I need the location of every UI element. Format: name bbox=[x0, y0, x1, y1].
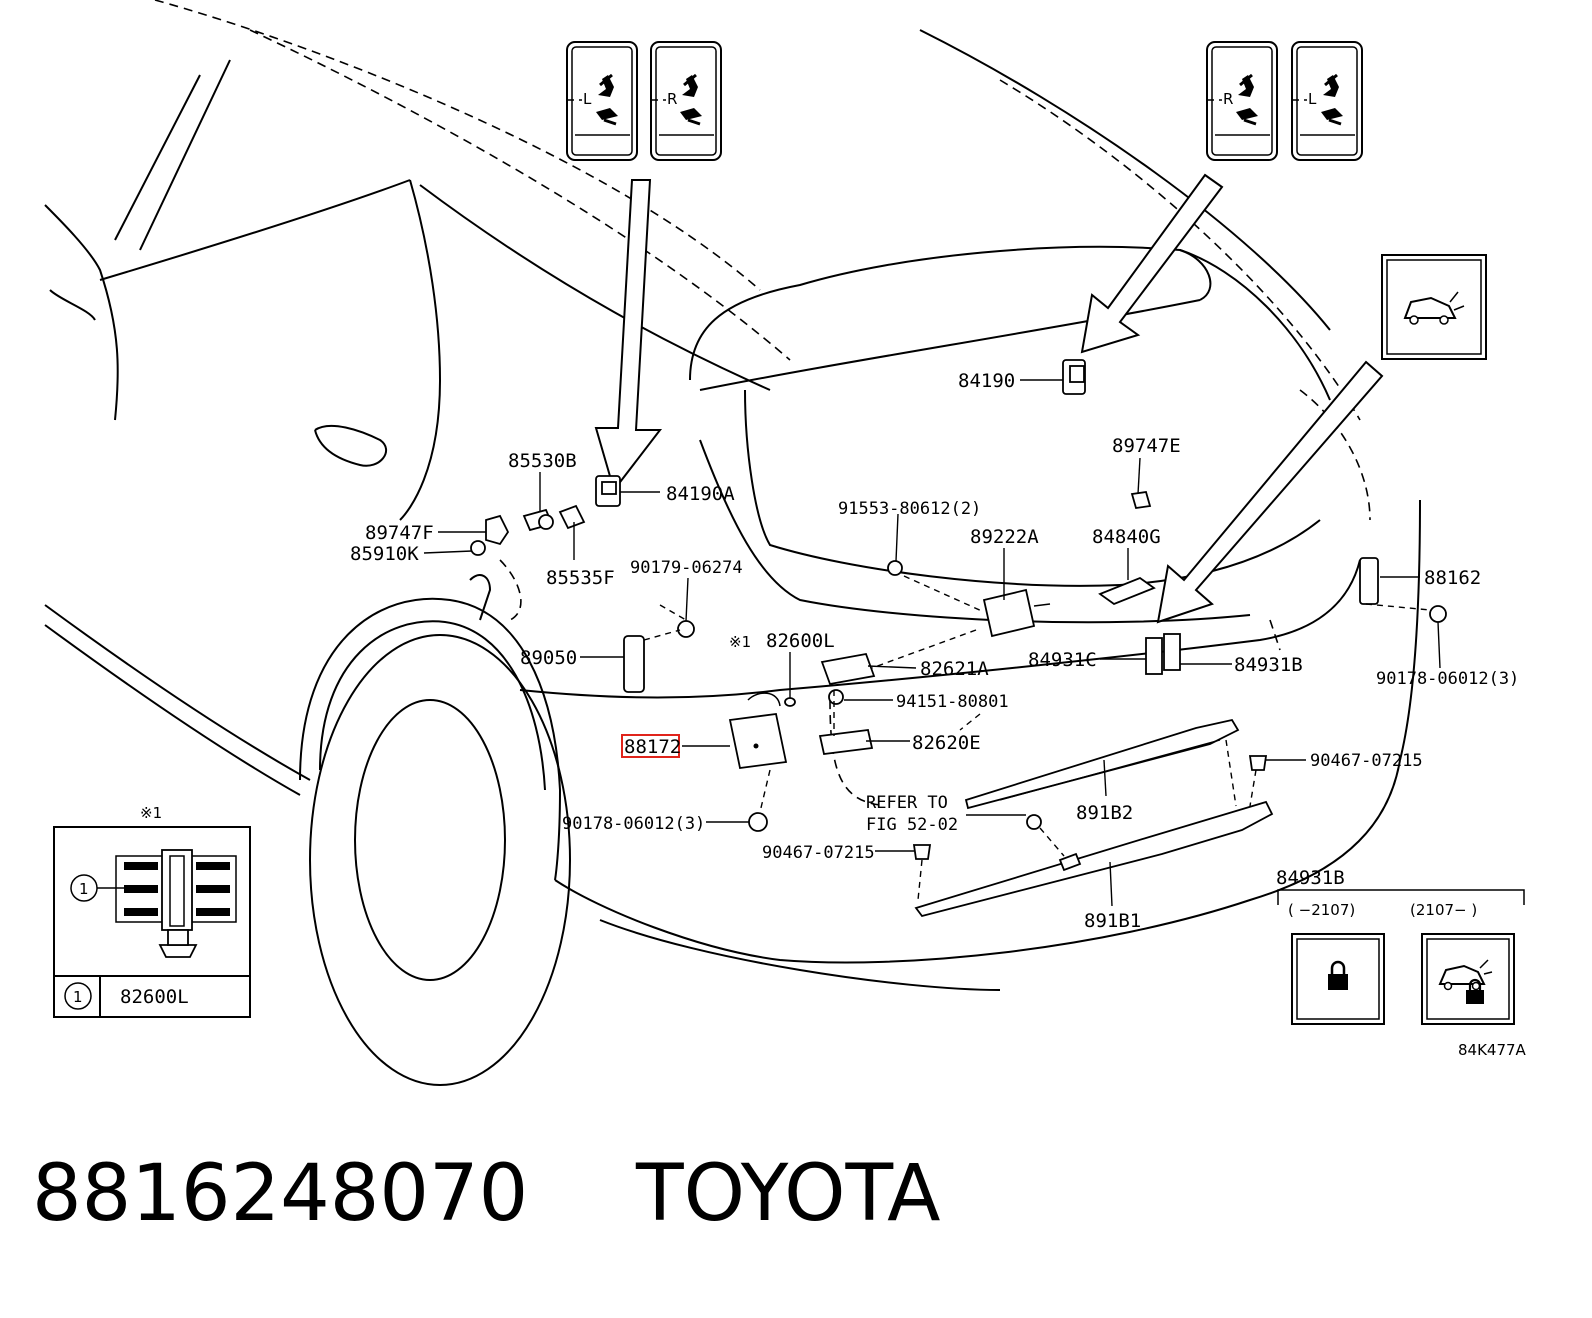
seat-icons-right-pair: R L bbox=[1206, 41, 1363, 161]
seat-icon-label-r: R bbox=[667, 90, 677, 108]
label-85530b: 85530B bbox=[508, 450, 577, 472]
seat-switch-icon-r: R bbox=[650, 41, 722, 161]
label-91553-80612: 91553-80612(2) bbox=[838, 499, 981, 519]
variant-header: 84931B bbox=[1276, 867, 1345, 889]
part-labels: 84190 85530B 84190A 89747F 85910K 85535F… bbox=[350, 370, 1519, 932]
seat-icons-left-pair: L R bbox=[566, 41, 722, 161]
inset-index-table: 1 bbox=[73, 988, 83, 1006]
label-88172: 88172 bbox=[624, 736, 681, 758]
seat-switch-icon-r2: R bbox=[1206, 41, 1278, 161]
label-85535f: 85535F bbox=[546, 567, 615, 589]
label-85910k: 85910K bbox=[350, 543, 419, 565]
label-891b1: 891B1 bbox=[1084, 910, 1141, 932]
variant-after: (2107− ) bbox=[1410, 901, 1477, 919]
lock-icon bbox=[1291, 933, 1385, 1025]
inset-82600l: ※1 1 1 82600L bbox=[53, 804, 251, 1018]
label-82600l: 82600L bbox=[766, 630, 835, 652]
label-90179-06274: 90179-06274 bbox=[630, 558, 743, 578]
variant-84931b: 84931B ( −2107) (2107− ) bbox=[1276, 867, 1525, 1025]
vehicle-hatch-icon bbox=[1381, 254, 1487, 360]
label-84840g: 84840G bbox=[1092, 526, 1161, 548]
arrow-right-switch bbox=[1156, 360, 1384, 624]
label-mark-1: ※1 bbox=[729, 633, 751, 651]
label-82621a: 82621A bbox=[920, 658, 989, 680]
label-89222a: 89222A bbox=[970, 526, 1039, 548]
label-89050: 89050 bbox=[520, 647, 577, 669]
inset-index-drawing: 1 bbox=[79, 880, 89, 898]
parts bbox=[469, 359, 1447, 918]
vehicle-body bbox=[44, 0, 1421, 1086]
label-88162: 88162 bbox=[1424, 567, 1481, 589]
label-fig-52-02: FIG 52-02 bbox=[866, 815, 958, 835]
vehicle-lock-icon bbox=[1421, 933, 1515, 1025]
label-84931c: 84931C bbox=[1028, 649, 1097, 671]
label-refer-to: REFER TO bbox=[866, 793, 948, 813]
arrow-left-down bbox=[594, 179, 663, 493]
label-90178-06012-left: 90178-06012(3) bbox=[562, 814, 705, 834]
label-84190: 84190 bbox=[958, 370, 1015, 392]
footer-brand: TOYOTA bbox=[635, 1149, 941, 1239]
label-90467-07215-left: 90467-07215 bbox=[762, 843, 875, 863]
label-84931b: 84931B bbox=[1234, 654, 1303, 676]
label-84190a: 84190A bbox=[666, 483, 735, 505]
seat-icon-label-r2: R bbox=[1223, 90, 1233, 108]
variant-before: ( −2107) bbox=[1288, 901, 1355, 919]
inset-part: 82600L bbox=[120, 986, 189, 1008]
seat-icon-label-l2: L bbox=[1308, 90, 1317, 108]
pointer-arrows bbox=[594, 173, 1384, 624]
label-90467-07215-right: 90467-07215 bbox=[1310, 751, 1423, 771]
highlight-box bbox=[621, 734, 680, 758]
leader-lines bbox=[423, 379, 1441, 907]
label-891b2: 891B2 bbox=[1076, 802, 1133, 824]
label-89747e: 89747E bbox=[1112, 435, 1181, 457]
label-94151-80801: 94151-80801 bbox=[896, 692, 1009, 712]
seat-switch-icon-l: L bbox=[566, 41, 638, 161]
footer-part-number: 8816248070 bbox=[32, 1149, 528, 1239]
label-82620e: 82620E bbox=[912, 732, 981, 754]
seat-icon-label-l: L bbox=[583, 90, 592, 108]
figure-code: 84K477A bbox=[1458, 1041, 1527, 1059]
label-89747f: 89747F bbox=[365, 522, 434, 544]
seat-switch-icon-l2: L bbox=[1291, 41, 1363, 161]
inset-mark: ※1 bbox=[140, 804, 162, 822]
label-90178-06012-right: 90178-06012(3) bbox=[1376, 669, 1519, 689]
arrow-right-hatch bbox=[1080, 173, 1224, 354]
